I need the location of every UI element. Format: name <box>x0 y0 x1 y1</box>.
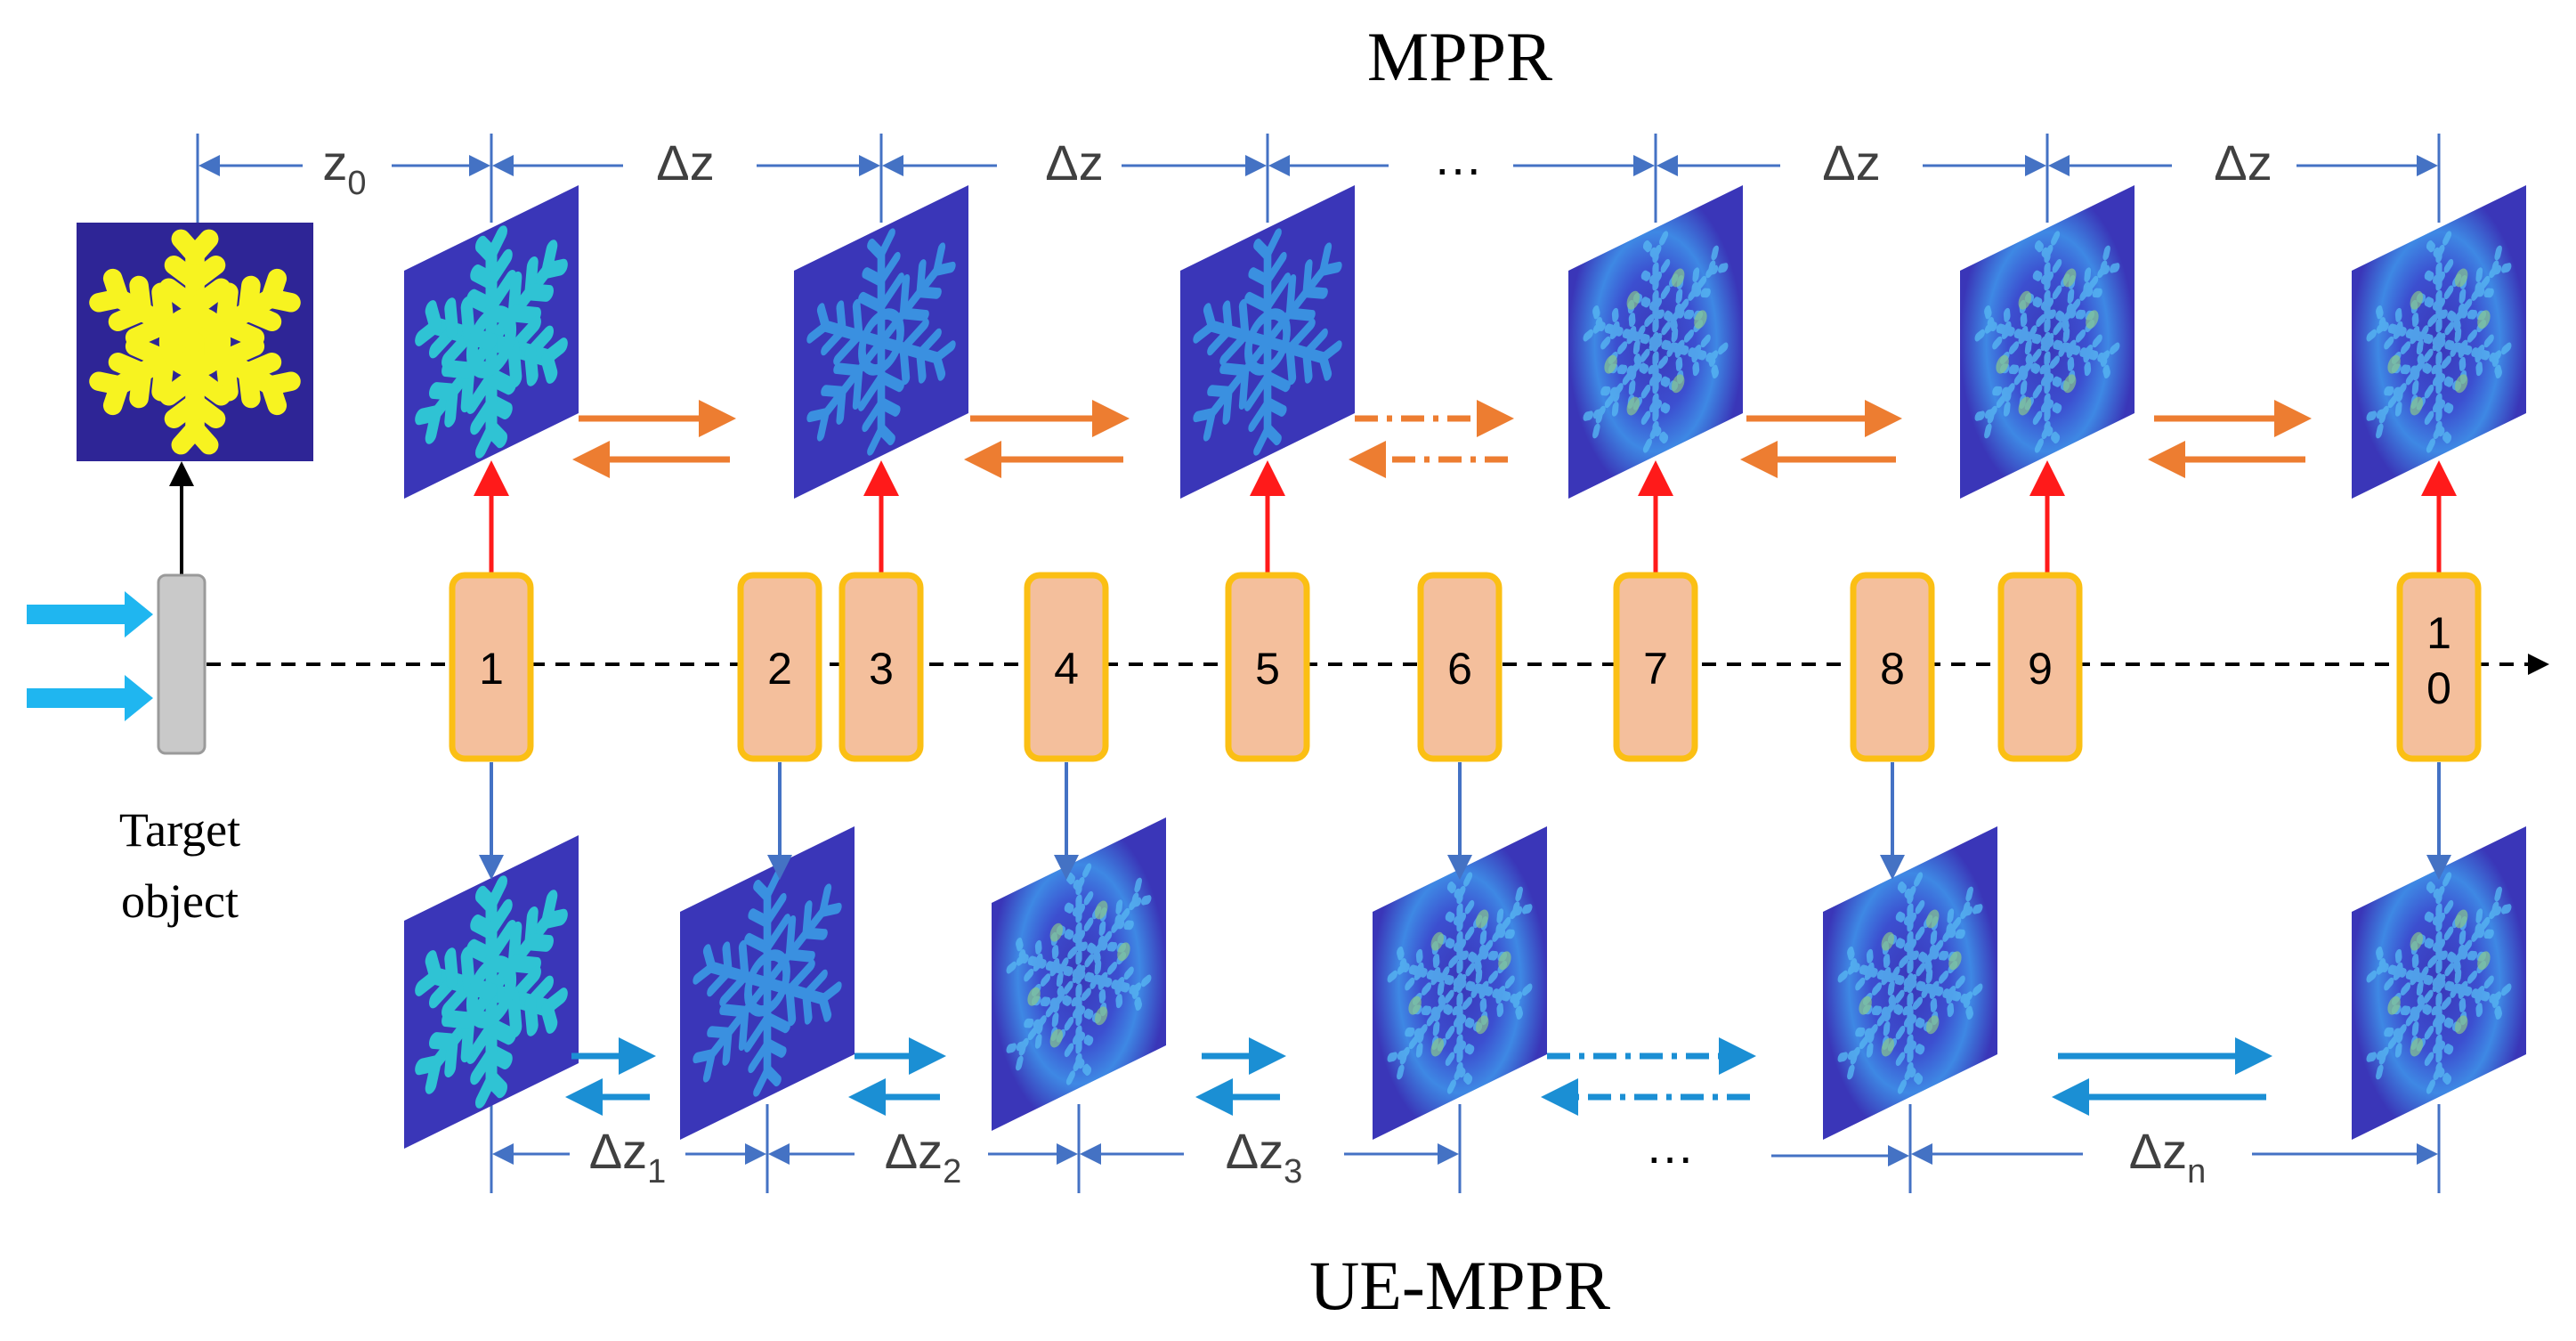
bottom-dimension-labels: Δz1 Δz2 Δz3 … Δzn <box>589 1118 2207 1191</box>
mppr-panel-1 <box>404 185 579 499</box>
plane-box-5: 5 <box>1225 572 1310 762</box>
plane-box-6: 6 <box>1417 572 1503 762</box>
ue-mppr-panel-4 <box>1373 826 1547 1140</box>
bottom-dimension-line <box>490 1104 2441 1193</box>
target-image <box>77 223 313 461</box>
top-dimension-labels: z0 Δz Δz … Δz Δz <box>322 129 2272 202</box>
target-object-rod <box>157 573 207 755</box>
mppr-pair-arrow-5 <box>2148 400 2312 478</box>
ue-mppr-panel-2 <box>680 826 855 1140</box>
mppr-panel-2 <box>794 185 968 499</box>
top-panels <box>404 185 2526 499</box>
bottom-dim-label-4: … <box>1645 1118 1702 1174</box>
mppr-panel-5 <box>1960 185 2135 499</box>
mppr-pair-arrow-1 <box>572 400 736 478</box>
svg-text:1: 1 <box>479 644 504 694</box>
bottom-dim-label-1: Δz1 <box>589 1123 667 1191</box>
target-label-line2: object <box>121 874 239 928</box>
bottom-dim-label-2: Δz2 <box>885 1123 962 1191</box>
ue-mppr-pair-arrow-1 <box>565 1037 656 1116</box>
top-dim-label-1: z0 <box>322 134 366 202</box>
top-feedback-arrows <box>572 400 2312 478</box>
target-label-line1: Target <box>119 803 240 857</box>
svg-text:8: 8 <box>1880 644 1905 694</box>
mppr-panel-4 <box>1568 185 1743 499</box>
svg-text:6: 6 <box>1447 644 1472 694</box>
plane-box-4: 4 <box>1024 572 1109 762</box>
bottom-dim-label-5: Δzn <box>2129 1123 2207 1191</box>
svg-text:2: 2 <box>767 644 792 694</box>
mppr-pair-arrow-2 <box>964 400 1130 478</box>
top-dim-label-5: Δz <box>1822 134 1880 191</box>
bottom-dimension-arrows <box>492 1143 2438 1166</box>
top-dim-label-2: Δz <box>656 134 714 191</box>
mppr-panel-6 <box>2352 185 2526 499</box>
mppr-pair-arrow-4 <box>1740 400 1902 478</box>
bottom-feedback-arrows <box>565 1037 2272 1116</box>
plane-box-9: 9 <box>1997 572 2083 762</box>
plane-box-10: 10 <box>2396 572 2482 762</box>
ue-mppr-pair-arrow-3 <box>1195 1037 1286 1116</box>
top-dimension-line <box>196 134 2441 223</box>
mppr-pair-arrow-3 <box>1349 400 1514 478</box>
svg-text:3: 3 <box>869 644 894 694</box>
ue-mppr-panel-1 <box>404 835 579 1149</box>
plane-box-1: 1 <box>449 572 534 762</box>
plane-box-2: 2 <box>737 572 822 762</box>
incident-beam <box>27 591 153 721</box>
ue-mppr-panel-3 <box>992 817 1166 1131</box>
svg-text:0: 0 <box>2426 663 2451 713</box>
svg-text:9: 9 <box>2028 644 2053 694</box>
top-dim-label-4: … <box>1433 129 1490 185</box>
bottom-dim-label-3: Δz3 <box>1226 1123 1303 1191</box>
title-mppr: MPPR <box>1367 18 1552 95</box>
ue-mppr-panel-5 <box>1823 826 1997 1140</box>
ue-mppr-pair-arrow-5 <box>2052 1037 2272 1116</box>
capture-arrows <box>474 460 2457 880</box>
svg-text:4: 4 <box>1054 644 1079 694</box>
top-dim-label-6: Δz <box>2214 134 2272 191</box>
ue-mppr-panel-6 <box>2352 826 2526 1140</box>
title-ue-mppr: UE-MPPR <box>1309 1247 1610 1324</box>
svg-text:1: 1 <box>2426 608 2451 658</box>
plane-box-7: 7 <box>1613 572 1698 762</box>
ue-mppr-pair-arrow-4 <box>1541 1037 1756 1116</box>
top-dim-label-3: Δz <box>1045 134 1103 191</box>
plane-box-8: 8 <box>1850 572 1935 762</box>
svg-text:5: 5 <box>1255 644 1280 694</box>
mppr-panel-3 <box>1180 185 1355 499</box>
ue-mppr-pair-arrow-2 <box>848 1037 946 1116</box>
svg-text:7: 7 <box>1643 644 1668 694</box>
bottom-panels <box>404 817 2526 1149</box>
plane-box-3: 3 <box>838 572 924 762</box>
